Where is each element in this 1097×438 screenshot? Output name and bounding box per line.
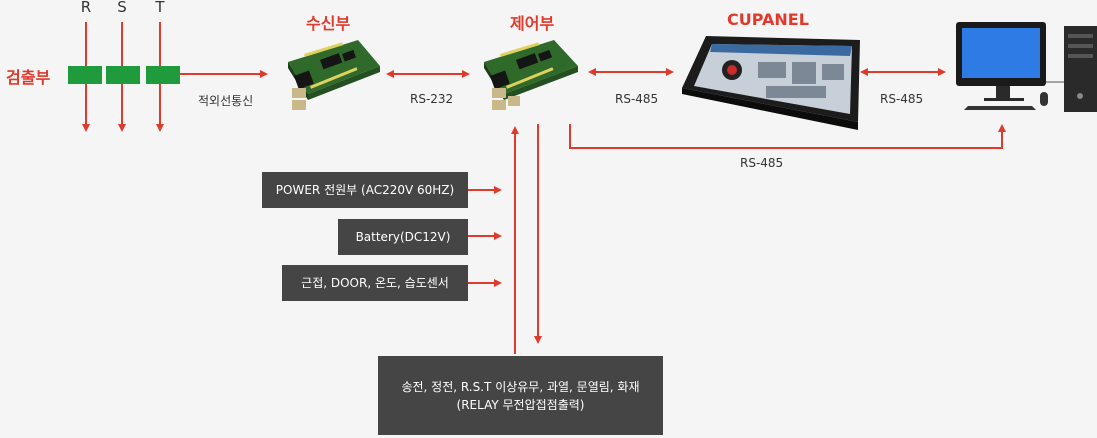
battery-input-label: Battery(DC12V)	[355, 230, 451, 244]
link-label-rs485-panel: RS-485	[615, 92, 659, 106]
controller-label: 제어부	[510, 14, 555, 33]
relay-output-line1: 송전, 정전, R.S.T 이상유무, 과열, 문열림, 화재	[401, 379, 640, 394]
arrow-controller-pc-direct	[569, 124, 1006, 149]
sensor-input-box: 근접, DOOR, 온도, 습도센서	[282, 265, 468, 301]
cupanel-device-image	[682, 36, 860, 130]
phase-label-t: T	[155, 0, 165, 16]
cupanel-label: CUPANEL	[727, 10, 809, 29]
power-input-box: POWER 전원부 (AC220V 60HZ)	[262, 172, 468, 208]
detector-label: 검출부	[6, 68, 51, 87]
detector-blocks	[68, 66, 180, 84]
receiver-board-image	[288, 40, 380, 110]
link-label-rs232: RS-232	[410, 92, 454, 106]
sensor-input-label: 근접, DOOR, 온도, 습도센서	[301, 276, 449, 290]
phase-label-r: R	[80, 0, 92, 16]
link-label-rs485-pc: RS-485	[880, 92, 924, 106]
phase-label-s: S	[117, 0, 127, 16]
battery-input-box: Battery(DC12V)	[338, 219, 468, 255]
controller-board-image	[484, 40, 578, 110]
link-label-rs485-bottom: RS-485	[740, 156, 784, 170]
power-input-label: POWER 전원부 (AC220V 60HZ)	[275, 183, 455, 197]
relay-output-line2: (RELAY 무전압접점출력)	[456, 397, 585, 412]
receiver-label: 수신부	[306, 14, 351, 33]
relay-output-box: 송전, 정전, R.S.T 이상유무, 과열, 문열림, 화재 (RELAY 무…	[378, 356, 663, 435]
link-label-infrared: 적외선통신	[198, 94, 254, 108]
pc-image	[956, 22, 1097, 112]
